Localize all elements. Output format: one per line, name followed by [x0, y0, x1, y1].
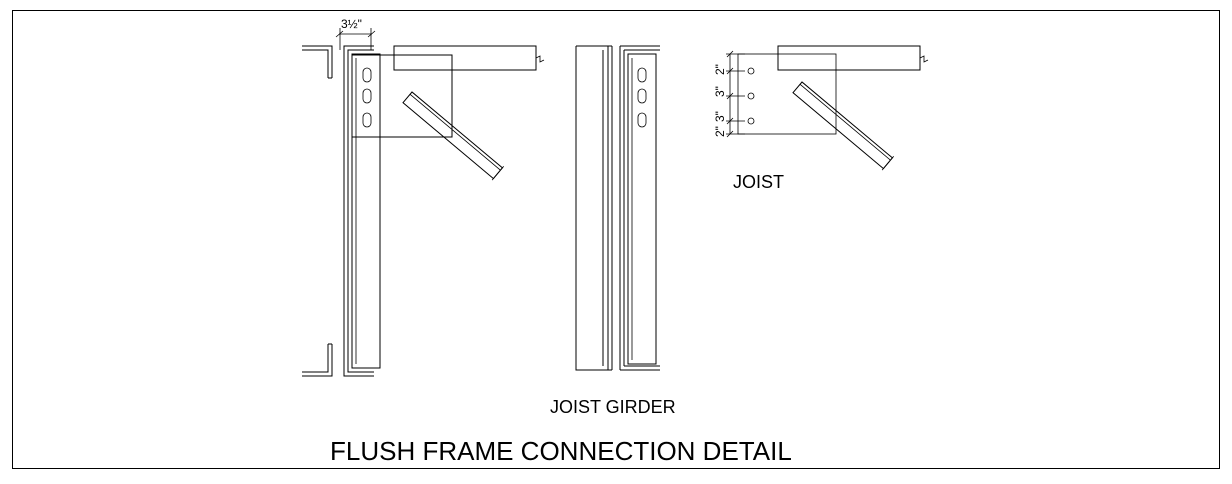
joist-dim-4: 2" [713, 126, 727, 137]
girder-width-dimension: 3½" [341, 17, 362, 31]
drawing-title: FLUSH FRAME CONNECTION DETAIL [330, 436, 792, 466]
joist-girder-label: JOIST GIRDER [550, 397, 676, 417]
joist-detail: 2" 3" 3" 2" [713, 45, 929, 171]
joist-label: JOIST [733, 172, 784, 192]
joist-dim-2: 3" [713, 86, 727, 97]
joist-dim-1: 2" [713, 64, 727, 75]
joist-girder-middle-detail [575, 45, 660, 371]
joist-dim-3: 3" [713, 111, 727, 122]
drawing-border [12, 10, 1220, 469]
joist-girder-left-detail: 3½" [302, 17, 545, 377]
